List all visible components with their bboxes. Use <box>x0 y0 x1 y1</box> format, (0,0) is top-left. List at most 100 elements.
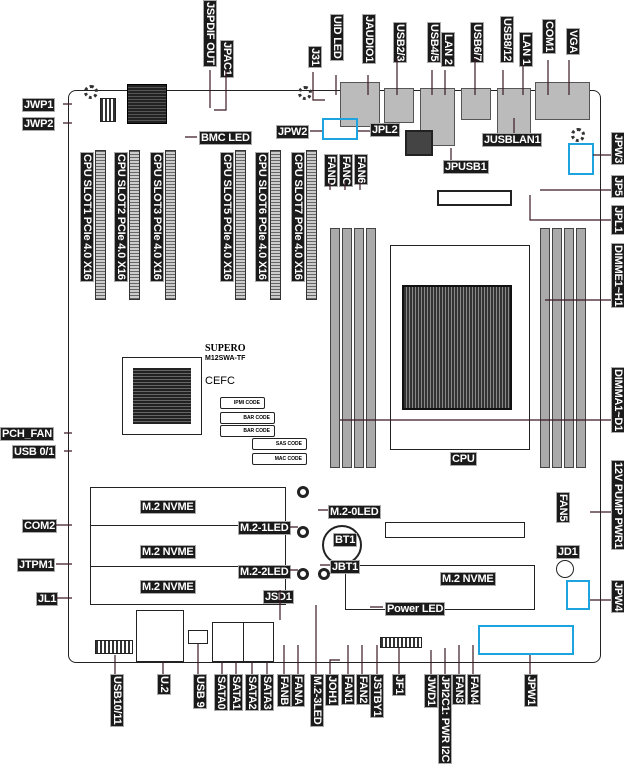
usb9-connector <box>188 630 208 644</box>
pump-pwr1-label: 12V PUMP PWR1 <box>611 460 624 551</box>
jf1-label: JF1 <box>392 674 406 697</box>
jpi2c1-label: JPI2C1: PWR I2C <box>438 674 452 764</box>
usb45-label: USB4/5 <box>427 22 441 64</box>
jwp1-label: JWP1 <box>22 98 56 112</box>
m2-bay <box>90 487 286 605</box>
buzzer <box>556 560 574 578</box>
dimm-a1-d1-label: DIMMA1~D1 <box>611 367 624 434</box>
bar-code: BAR CODE <box>220 425 275 437</box>
usb23-label: USB2/3 <box>393 22 407 64</box>
m2-divider <box>90 566 286 567</box>
cpu-label: CPU <box>450 452 477 466</box>
vga-com-port <box>535 82 590 120</box>
pcie-slot-label: CPU SLOT7 PCIe 4.0 X16 <box>291 152 305 282</box>
sata0-label: SATA0 <box>214 674 228 712</box>
fan5-label: FAN5 <box>556 492 570 524</box>
jpl2-label: JPL2 <box>370 123 400 137</box>
standoff <box>318 568 330 580</box>
dimm-slot <box>366 228 376 468</box>
j31-label: J31 <box>308 46 322 68</box>
jpw4-connector <box>566 580 590 610</box>
jpw4-label: JPW4 <box>611 580 624 614</box>
pcie-slot-label: CPU SLOT3 PCIe 4.0 X16 <box>150 152 164 282</box>
m2-nvme-label: M.2 NVME <box>140 580 196 594</box>
pcie-x1-slot <box>385 522 525 538</box>
usb1011-label: USB10/11 <box>110 674 124 727</box>
jpac1-label: JPAC1 <box>220 40 234 78</box>
lan2-label: LAN 2 <box>441 32 455 67</box>
standoff <box>297 486 309 498</box>
fanc-label: FANC <box>339 154 353 188</box>
pcie-slot-3 <box>165 150 176 300</box>
jd1-label: JD1 <box>556 545 580 559</box>
jbt1-label: JBT1 <box>330 560 361 574</box>
m2-divider <box>90 525 286 526</box>
pcie-slot-label: CPU SLOT1 PCIe 4.0 X16 <box>80 152 94 282</box>
cpu-area <box>390 245 530 450</box>
pcie-slot-5 <box>235 150 246 300</box>
pcie-slot-7 <box>306 150 317 300</box>
mounting-hole <box>571 128 585 142</box>
m2-0led-label: M.2-0LED <box>328 505 381 519</box>
fan2-label: FAN2 <box>356 674 370 706</box>
cert-marks: CEFC <box>205 375 235 387</box>
jusblan1-label: JUSBLAN1 <box>482 133 543 147</box>
joh1-label: JOH1 <box>325 674 339 706</box>
pcie-slot-label: CPU SLOT2 PCIe 4.0 X16 <box>114 152 128 282</box>
usb1011-header <box>95 640 133 654</box>
dimm-slot <box>552 228 562 468</box>
sata-connectors <box>243 622 274 662</box>
m2-nvme-label: M.2 NVME <box>140 545 196 559</box>
dimm-e1-h1-label: DIMME1~H1 <box>611 243 624 309</box>
standoff <box>297 526 309 538</box>
jwp2-label: JWP2 <box>22 117 56 131</box>
bar-code: BAR CODE <box>220 412 275 424</box>
jwd1-label: JWD1 <box>424 674 438 708</box>
usb9-label: USB 9 <box>193 674 207 710</box>
bmc-led-label: BMC LED <box>199 131 252 145</box>
model-number: M12SWA-TF <box>205 355 246 362</box>
jpl1-label: JPL1 <box>611 205 624 235</box>
m2-nvme-label: M.2 NVME <box>140 500 196 514</box>
jpw1-label: JPW1 <box>524 674 538 708</box>
sata3-label: SATA3 <box>260 674 274 712</box>
jpw2-label: JPW2 <box>276 125 310 139</box>
jpw2-connector <box>322 118 358 140</box>
jl1-label: JL1 <box>36 592 59 606</box>
jpusb-block <box>405 130 433 156</box>
motherboard-outline <box>68 90 601 663</box>
jp5-label: JP5 <box>611 175 624 198</box>
usb23-port <box>384 88 414 123</box>
jspdif-out-label: JSPDIF OUT <box>203 0 217 67</box>
fana-label: FANA <box>291 674 305 708</box>
mounting-hole <box>84 85 98 99</box>
m2-2led-label: M.2-2LED <box>238 565 291 579</box>
sata1-label: SATA1 <box>229 674 243 712</box>
usb812-label: USB8/12 <box>500 16 514 64</box>
jtpm1-label: JTPM1 <box>17 558 56 572</box>
jsd1-label: JSD1 <box>263 590 294 604</box>
pch-fan-label: PCH_FAN <box>0 427 54 441</box>
jstby1-label: JSTBY1 <box>370 674 384 719</box>
m2-3led-label: M.2-3LED <box>310 674 324 727</box>
jpw1-connector <box>478 625 574 655</box>
bmc-chip <box>127 84 167 124</box>
lan2-usb45-port <box>420 88 455 146</box>
mac-code: MAC CODE <box>252 453 307 465</box>
pcie-slot-label: CPU SLOT6 PCIe 4.0 X16 <box>255 152 269 282</box>
mounting-hole <box>298 86 312 100</box>
cpu-heatsink-bracket <box>437 190 512 206</box>
dimm-slot <box>354 228 364 468</box>
bt1-label: BT1 <box>333 533 358 547</box>
dimm-slot <box>540 228 550 468</box>
usb67-port <box>461 88 491 120</box>
fan3-label: FAN3 <box>452 674 466 706</box>
dimm-slot <box>342 228 352 468</box>
jpw3-connector <box>568 143 594 175</box>
ipmi-code: IPMI CODE <box>220 397 265 409</box>
standoff <box>297 568 309 580</box>
m2-nvme-label: M.2 NVME <box>440 572 496 586</box>
fan1-label: FAN1 <box>341 674 355 706</box>
dimm-slot <box>564 228 574 468</box>
